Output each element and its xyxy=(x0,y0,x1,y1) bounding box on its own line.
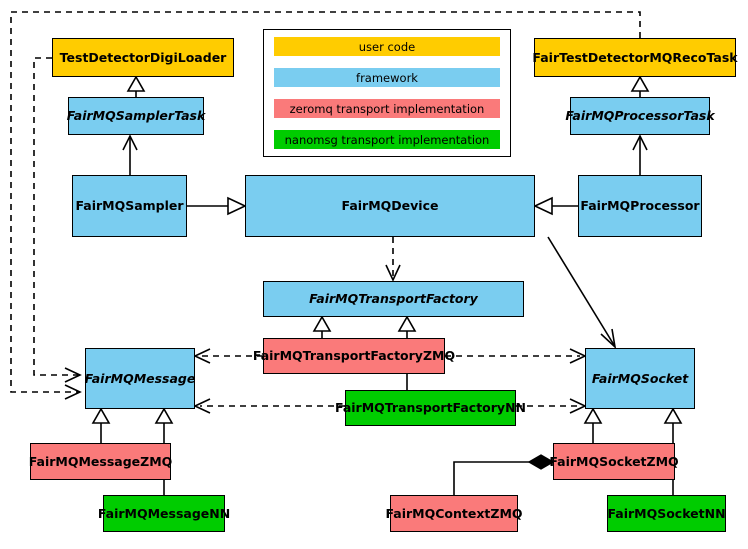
node-fairmqtransportfactory[interactable]: FairMQTransportFactory xyxy=(263,281,524,317)
node-fairmqsocketzmq[interactable]: FairMQSocketZMQ xyxy=(549,443,679,480)
node-fairmqprocessor[interactable]: FairMQProcessor xyxy=(578,175,702,237)
node-label: FairMQSocketNN xyxy=(607,505,726,521)
legend-label-user-code: user code xyxy=(358,39,416,54)
node-label: FairMQTransportFactory xyxy=(309,291,478,307)
node-label: FairMQTransportFactoryZMQ xyxy=(252,348,456,364)
node-fairmqtransportfactoryzmq[interactable]: FairMQTransportFactoryZMQ xyxy=(253,338,455,374)
edge-messagezmq-to-message xyxy=(91,407,111,443)
edge-tfnn-to-socket xyxy=(516,398,587,414)
node-fairmqmessagenn[interactable]: FairMQMessageNN xyxy=(98,495,230,532)
legend-item-nanomsg: nanomsg transport implementation xyxy=(274,130,500,149)
node-fairmqtransportfactorynn[interactable]: FairMQTransportFactoryNN xyxy=(335,390,526,426)
node-label: FairMQProcessor xyxy=(580,198,700,214)
node-label: FairMQProcessorTask xyxy=(565,108,715,124)
node-label: FairMQMessage xyxy=(84,370,196,386)
edge-socketzmq-to-contextzmq xyxy=(453,454,555,495)
node-fairmqprocessortask[interactable]: FairMQProcessorTask xyxy=(565,97,715,135)
node-label: FairMQSampler xyxy=(75,198,184,214)
legend-item-framework: framework xyxy=(274,68,500,87)
edge-socketzmq-to-socket xyxy=(583,407,603,443)
edge-sampler-to-device xyxy=(187,196,247,216)
edge-tfzmq-to-socket xyxy=(445,348,587,364)
node-fairmqmessage[interactable]: FairMQMessage xyxy=(85,348,195,409)
node-fairmqdevice[interactable]: FairMQDevice xyxy=(245,175,535,237)
legend-item-zeromq: zeromq transport implementation xyxy=(274,99,500,118)
node-label: FairMQSocket xyxy=(591,370,689,386)
edge-processor-to-device xyxy=(533,196,578,216)
node-fairmqsampler[interactable]: FairMQSampler xyxy=(72,175,187,237)
node-label: FairMQMessageZMQ xyxy=(28,453,173,469)
node-fairmqmessagezmq[interactable]: FairMQMessageZMQ xyxy=(28,443,173,480)
node-fairmqsocketnn[interactable]: FairMQSocketNN xyxy=(607,495,726,532)
node-testdetectordigiloader[interactable]: TestDetectorDigiLoader xyxy=(52,38,234,77)
node-label: FairMQSocketZMQ xyxy=(549,453,679,469)
node-fairmqcontextzmq[interactable]: FairMQContextZMQ xyxy=(385,495,523,532)
legend-label-nanomsg: nanomsg transport implementation xyxy=(284,132,490,147)
node-label: TestDetectorDigiLoader xyxy=(59,49,227,65)
legend-label-zeromq: zeromq transport implementation xyxy=(289,101,485,116)
edge-device-to-socket xyxy=(547,236,617,350)
node-fairmqsocket[interactable]: FairMQSocket xyxy=(585,348,695,409)
legend-item-user-code: user code xyxy=(274,37,500,56)
node-label: FairMQContextZMQ xyxy=(385,505,523,521)
node-label: FairMQDevice xyxy=(341,198,439,214)
legend-label-framework: framework xyxy=(356,70,418,85)
edge-processortask-to-recotask xyxy=(630,75,650,97)
node-label: FairMQSamplerTask xyxy=(66,108,206,124)
node-fairtestdetectormqrecotask[interactable]: FairTestDetectorMQRecoTask xyxy=(532,38,738,77)
node-label: FairMQTransportFactoryNN xyxy=(335,400,526,416)
edge-samplertask-to-digiloader xyxy=(126,75,146,97)
edge-sampler-to-samplertask xyxy=(122,134,138,175)
node-fairmqsamplertask[interactable]: FairMQSamplerTask xyxy=(66,97,206,135)
node-label: FairTestDetectorMQRecoTask xyxy=(532,49,738,65)
node-label: FairMQMessageNN xyxy=(97,505,231,521)
edge-tfzmq-to-tf xyxy=(312,315,332,338)
edge-processor-to-processortask xyxy=(632,134,648,175)
edge-tfnn-to-message xyxy=(193,398,345,414)
legend: user code framework zeromq transport imp… xyxy=(263,29,511,157)
edge-device-to-transportfactory xyxy=(385,237,401,282)
